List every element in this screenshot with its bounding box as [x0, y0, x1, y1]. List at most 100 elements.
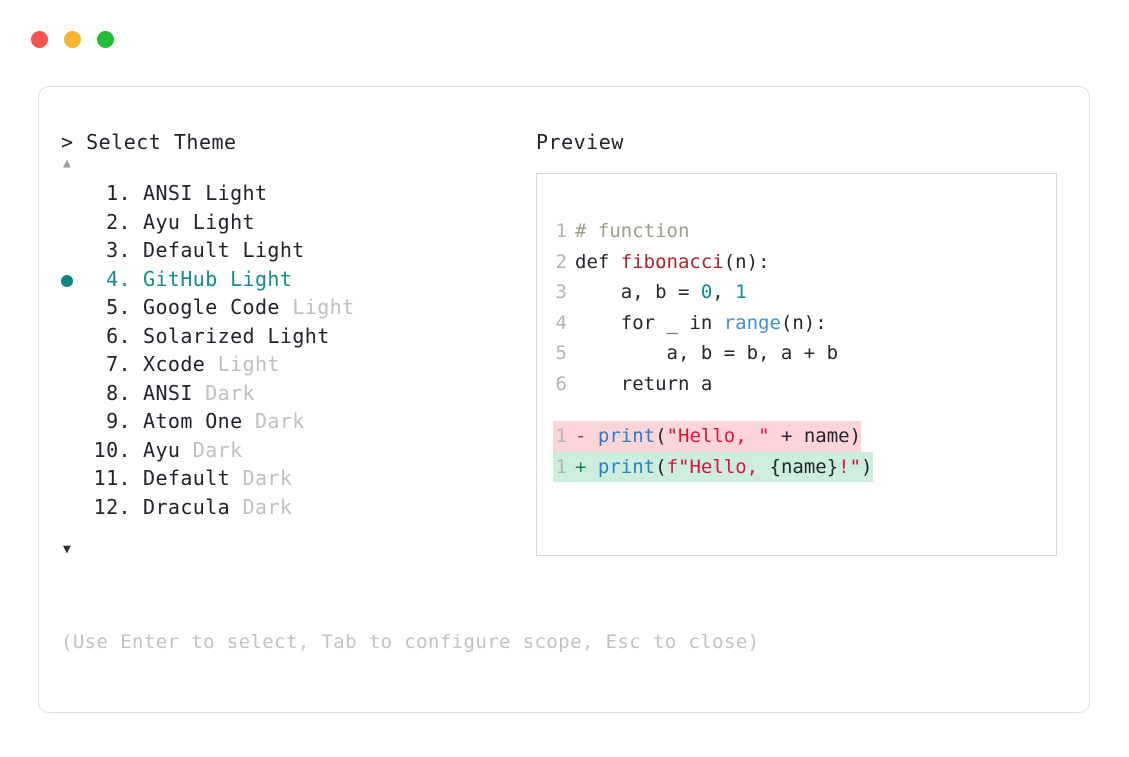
code-token: f"Hello, — [666, 455, 770, 478]
code-token: ( — [655, 425, 667, 447]
theme-item-spacer — [218, 267, 230, 291]
theme-item-number: 8. — [106, 380, 131, 405]
theme-item-name: Xcode — [143, 352, 206, 376]
code-diff-separator — [553, 399, 1056, 421]
theme-item-spacer — [243, 409, 255, 433]
line-number: 1 — [555, 455, 567, 478]
code-token: ( — [655, 455, 667, 478]
scroll-up-icon[interactable]: ▲ — [63, 156, 71, 171]
theme-item-number: 6. — [106, 323, 131, 348]
theme-list-item[interactable]: 10.Ayu Dark — [61, 438, 521, 467]
theme-list-item[interactable]: 8.ANSI Dark — [61, 381, 521, 410]
window-controls — [31, 31, 114, 48]
theme-item-name: Dracula — [143, 494, 231, 519]
theme-item-number: 5. — [106, 295, 131, 319]
diff-spacer — [586, 425, 597, 447]
selection-bullet-cell — [61, 295, 89, 324]
line-number: 2 — [555, 250, 567, 273]
line-number: 3 — [555, 281, 567, 303]
theme-item-number: 10. — [93, 437, 131, 462]
diff-sign: + — [575, 455, 587, 478]
preview-box: 1 # function 2 def fibonacci(n): 3 a, b = 0,… — [536, 173, 1057, 556]
code-preview: 1 # function 2 def fibonacci(n): 3 a, b = 0,… — [537, 174, 1056, 482]
minimize-window-button[interactable] — [64, 31, 81, 48]
code-token: + name) — [769, 425, 862, 447]
theme-item-spacer — [193, 181, 205, 205]
diff-added-line: 1+ print(f"Hello, {name}!") — [553, 451, 873, 482]
theme-item-number: 7. — [106, 352, 131, 376]
theme-item-name: Default — [143, 466, 231, 490]
theme-list-item[interactable]: 1. ANSI Light — [61, 181, 521, 210]
code-token: def — [575, 250, 621, 273]
theme-item-variant: Light — [267, 323, 330, 348]
theme-list-item[interactable]: 3.Default Light — [61, 238, 521, 267]
theme-item-spacer — [230, 238, 242, 262]
line-number: 1 — [555, 220, 567, 242]
theme-item-spacer — [230, 466, 242, 490]
theme-list-item[interactable]: 5.Google Code Light — [61, 295, 521, 324]
theme-item-variant: Dark — [192, 437, 243, 462]
selection-bullet-cell — [61, 466, 89, 495]
code-token: !" — [838, 455, 862, 478]
keyboard-hint: (Use Enter to select, Tab to configure s… — [61, 631, 760, 653]
theme-item-variant: Light — [230, 266, 293, 291]
theme-list-item[interactable]: 9.Atom One Dark — [61, 409, 521, 438]
theme-item-spacer — [180, 210, 192, 234]
theme-item-number: 3. — [106, 238, 131, 262]
code-token: print — [597, 455, 656, 478]
theme-list-item[interactable]: 7. Xcode Light — [61, 352, 521, 381]
theme-item-number: 2. — [106, 209, 131, 234]
code-token: print — [597, 425, 656, 447]
theme-item-name: ANSI — [143, 181, 193, 205]
theme-list-item[interactable]: 6. Solarized Light — [61, 324, 521, 353]
theme-item-number: 11. — [93, 466, 131, 490]
code-line: 3 a, b = 0, 1 — [553, 277, 1056, 308]
theme-list-item[interactable]: 12.Dracula Dark — [61, 495, 521, 524]
theme-item-variant: Light — [217, 352, 280, 376]
code-line: 1 # function — [553, 216, 1056, 247]
theme-list-item[interactable]: 11.Default Dark — [61, 466, 521, 495]
page-title: > Select Theme — [61, 130, 237, 154]
theme-item-spacer — [280, 295, 292, 319]
diff-spacer — [586, 456, 597, 478]
theme-item-number: 4. — [106, 266, 131, 291]
code-token: a, b = b, a + b — [575, 342, 839, 364]
maximize-window-button[interactable] — [97, 31, 114, 48]
code-line: 5 a, b = b, a + b — [553, 338, 1056, 369]
code-token: "Hello, " — [666, 425, 770, 447]
code-token: 0 — [700, 281, 713, 303]
code-token: fibonacci — [620, 250, 724, 273]
code-token: # function — [575, 220, 690, 242]
theme-item-spacer — [180, 438, 192, 462]
code-token: 1 — [735, 281, 747, 303]
selection-bullet-cell — [61, 181, 89, 210]
theme-item-number: 1. — [106, 181, 131, 205]
code-line: 2 def fibonacci(n): — [553, 247, 1056, 278]
code-token: a, b = — [575, 281, 701, 303]
theme-item-variant: Dark — [205, 380, 255, 405]
theme-selector-panel: > Select Theme ▲ 1. ANSI Light 2.Ayu Light… — [38, 86, 1090, 713]
theme-item-spacer — [205, 352, 217, 376]
line-number: 6 — [555, 372, 567, 395]
theme-item-number: 12. — [93, 494, 131, 519]
selection-bullet-cell — [61, 495, 89, 524]
scroll-down-icon[interactable]: ▼ — [63, 542, 71, 557]
code-token: (n): — [723, 250, 770, 273]
theme-item-number: 9. — [106, 409, 131, 433]
code-token: return a — [575, 372, 713, 395]
theme-item-variant: Light — [205, 181, 268, 205]
theme-list-item[interactable]: 2.Ayu Light — [61, 210, 521, 239]
theme-item-spacer — [193, 381, 205, 405]
selection-bullet-cell — [61, 210, 89, 239]
theme-item-name: Default — [143, 238, 231, 262]
selection-bullet-cell — [61, 324, 89, 353]
theme-item-name: Solarized — [143, 323, 255, 348]
close-window-button[interactable] — [31, 31, 48, 48]
theme-list-item[interactable]: 4.GitHub Light — [61, 267, 521, 296]
theme-item-variant: Dark — [254, 409, 305, 433]
selected-bullet-icon — [61, 274, 73, 287]
line-number: 1 — [555, 425, 567, 447]
diff-sign: - — [575, 425, 587, 447]
selection-bullet-cell — [61, 238, 89, 267]
